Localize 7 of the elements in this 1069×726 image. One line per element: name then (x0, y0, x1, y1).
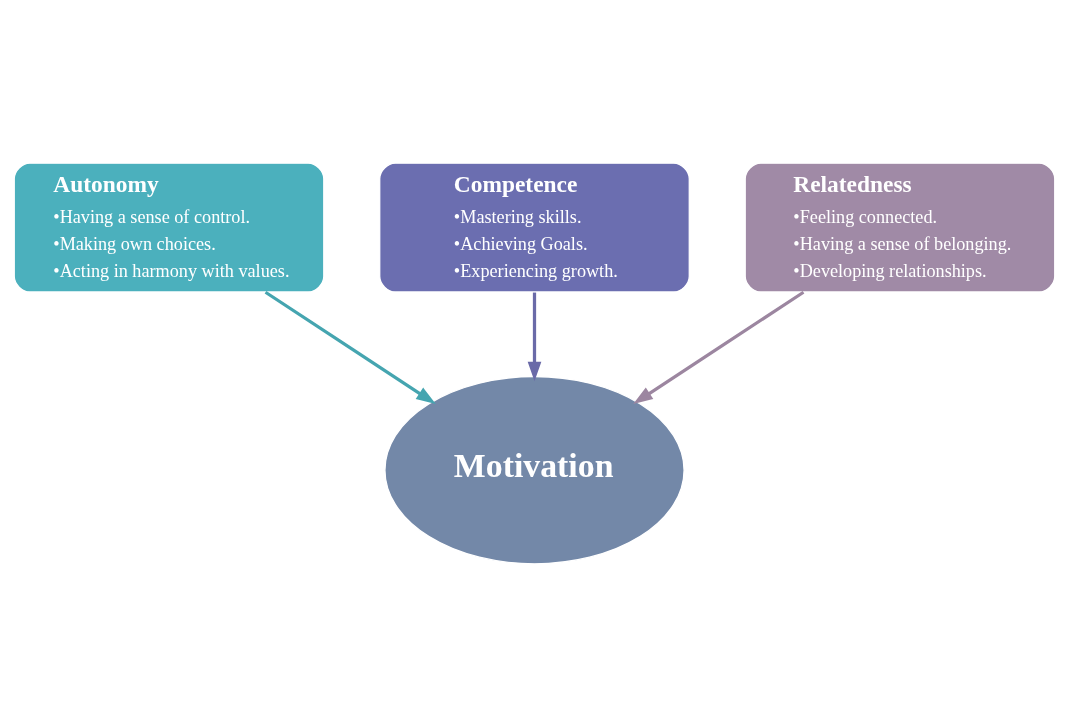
arrow (264, 290, 436, 404)
node-ellipse: Motivation (384, 375, 685, 564)
arrow (527, 292, 542, 381)
node-box: Autonomy •Having a sense of control. •Making own choices. •Acting in harmony with values. (13, 162, 325, 293)
node-box: Competence •Mastering skills. •Achieving Goals. •Experiencing growth. (379, 162, 690, 293)
node-box: Relatedness •Feeling connected. •Having a sense of belonging. •Developing relationships. (744, 162, 1056, 293)
arrow (633, 290, 805, 404)
